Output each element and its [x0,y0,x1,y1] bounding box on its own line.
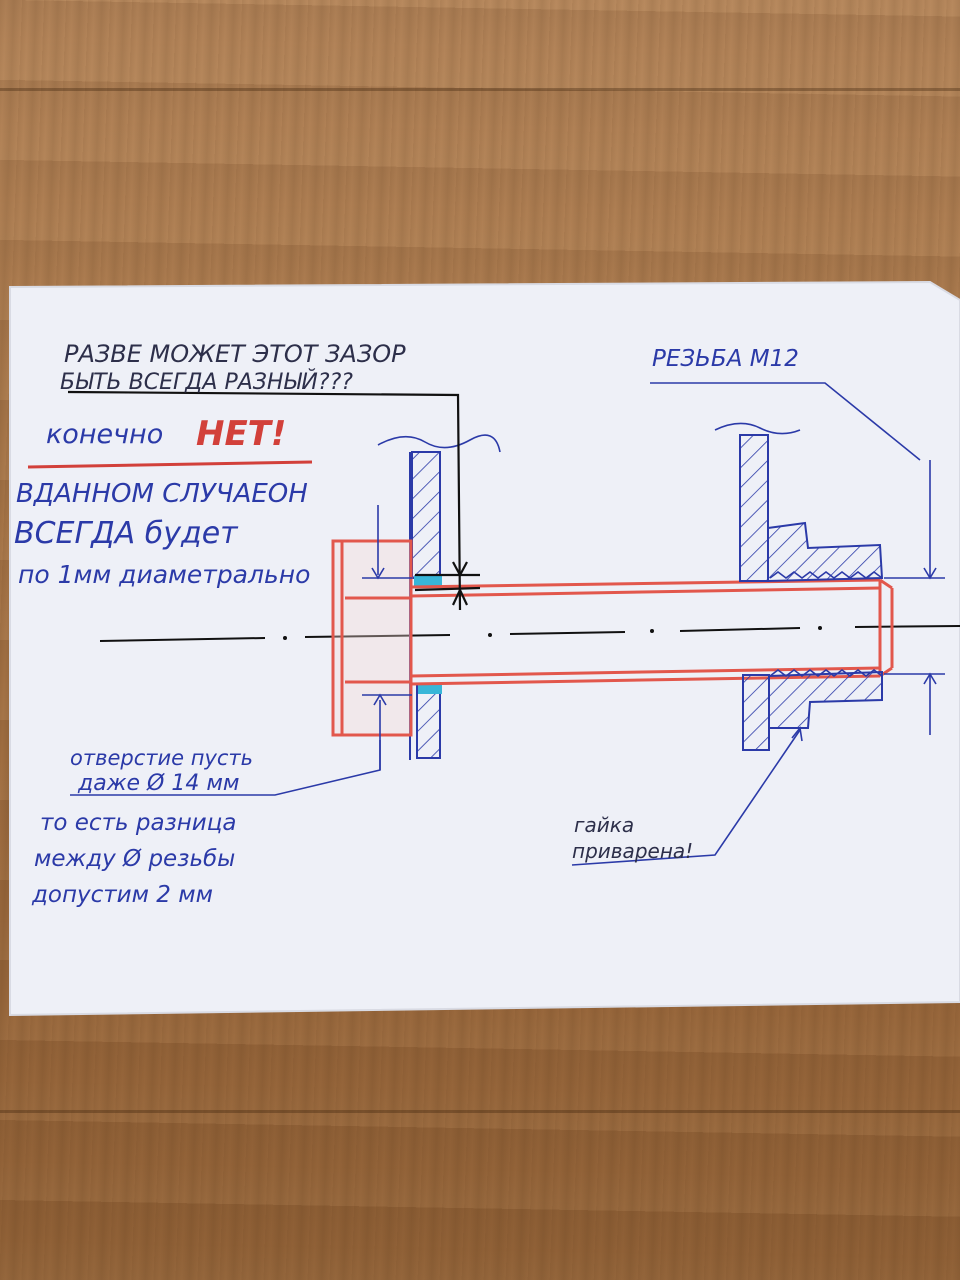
nut-line-2: приварена! [572,839,693,863]
explain-line-3: по 1мм диаметрально [18,560,310,589]
hole-line-2: даже Ø 14 мм [77,771,240,796]
right-plate [714,422,801,751]
explain-line-2: ВСЕГДА будет [14,516,239,551]
gap-leader [67,390,481,611]
thread-label: РЕЗЬБА М12 [652,346,799,372]
answer-underline [27,460,313,469]
gap-top-mark [414,576,442,586]
nut-leader [571,726,803,866]
center-line [99,625,960,642]
hole-line-1: отверстие пусть [70,746,253,770]
gap-bottom-mark [418,684,442,694]
center-line-dots [283,626,822,640]
table-plank-seam [0,88,960,91]
answer-prefix: конечно [46,419,163,450]
explain-line-1: ВДАННОМ СЛУЧАЕОН [16,479,308,509]
thread-dimension [650,382,945,735]
diff-line-3: допустим 2 мм [31,882,213,908]
nut-line-1: гайка [574,813,634,837]
welded-nut [767,521,884,729]
question-line-2: БЫТЬ ВСЕГДА РАЗНЫЙ??? [60,369,353,395]
table-plank-seam [0,1110,960,1113]
paper [10,282,960,1015]
answer-no: НЕТ! [196,414,286,454]
bolt [331,539,894,737]
question-line-1: РАЗВЕ МОЖЕТ ЭТОТ ЗАЗОР [64,340,406,368]
diff-line-2: между Ø резьбы [34,846,235,872]
diff-line-1: то есть разница [40,810,237,836]
hole-dimension [70,505,412,796]
paper-edge [9,280,960,1017]
